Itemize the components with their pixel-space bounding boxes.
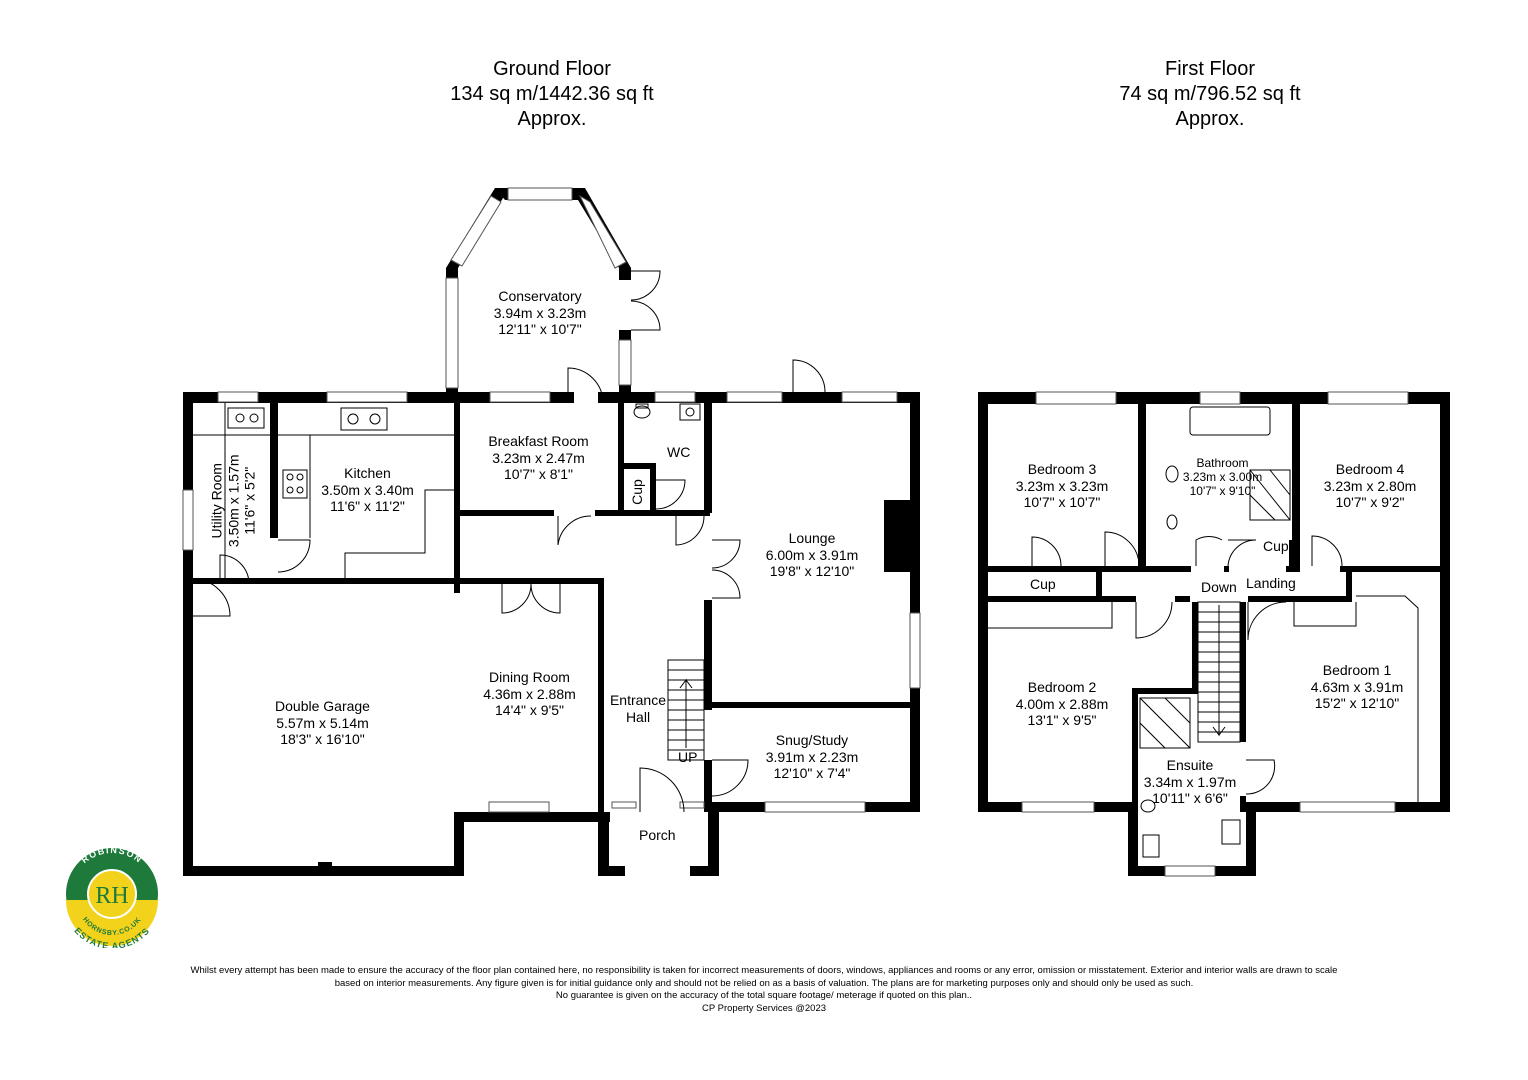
stairs-up-label: UP xyxy=(678,749,698,765)
first-floor-area: 74 sq m/796.52 sq ft xyxy=(1119,83,1301,105)
room-entrance-hall: Entrance Hall xyxy=(605,692,671,725)
room-utility: Utility Room 3.50m x 1.57m 11'6" x 5'2" xyxy=(208,436,258,566)
disclaimer-line-1: Whilst every attempt has been made to en… xyxy=(190,965,1338,976)
room-metric: 3.50m x 3.40m xyxy=(321,481,414,498)
room-imperial: 15'2" x 12'10" xyxy=(1314,695,1400,711)
ground-stairs xyxy=(667,659,705,761)
room-dining: Dining Room 4.36m x 2.88m 14'4" x 9'5" xyxy=(462,669,597,719)
disclaimer-line-3: No guarantee is given on the accuracy of… xyxy=(555,990,973,1001)
room-metric: 3.23m x 3.00m xyxy=(1182,470,1263,484)
room-imperial: 14'4" x 9'5" xyxy=(495,702,564,718)
room-breakfast: Breakfast Room 3.23m x 2.47m 10'7" x 8'1… xyxy=(466,433,611,483)
room-name: Conservatory xyxy=(498,288,582,304)
room-imperial: 19'8" x 12'10" xyxy=(769,563,855,579)
room-bedroom-4: Bedroom 4 3.23m x 2.80m 10'7" x 9'2" xyxy=(1305,461,1435,511)
room-name: Double Garage xyxy=(275,698,370,714)
first-floor-approx: Approx. xyxy=(1175,108,1245,130)
room-metric: 3.23m x 2.80m xyxy=(1323,477,1417,494)
room-name: Bedroom 4 xyxy=(1335,461,1405,477)
ground-floor-plan xyxy=(182,187,921,876)
room-name: Bedroom 3 xyxy=(1027,461,1097,477)
room-porch: Porch xyxy=(639,827,676,843)
room-imperial: 10'7" x 8'1" xyxy=(504,466,573,482)
room-metric: 3.91m x 2.23m xyxy=(765,748,859,765)
room-garage: Double Garage 5.57m x 5.14m 18'3" x 16'1… xyxy=(245,698,400,748)
room-name: Dining Room xyxy=(489,669,570,685)
ground-floor-approx: Approx. xyxy=(517,108,587,130)
ground-floor-title: Ground Floor xyxy=(493,58,611,80)
room-metric: 4.36m x 2.88m xyxy=(483,685,576,702)
room-metric: 3.23m x 3.23m xyxy=(1015,477,1109,494)
room-bedroom-1: Bedroom 1 4.63m x 3.91m 15'2" x 12'10" xyxy=(1292,662,1422,712)
room-ensuite: Ensuite 3.34m x 1.97m 10'11" x 6'6" xyxy=(1135,757,1245,807)
first-stairs xyxy=(1197,601,1241,743)
room-name: Lounge xyxy=(788,530,836,546)
room-name: Bedroom 2 xyxy=(1027,679,1097,695)
estate-agent-logo: RH ROBINSON HORNSBY.CO.UK ESTATE AGENTS xyxy=(66,848,158,948)
room-name: Utility Room xyxy=(208,463,225,539)
room-metric: 3.34m x 1.97m xyxy=(1143,773,1237,790)
room-name: Ensuite xyxy=(1166,757,1214,773)
room-imperial: 18'3" x 16'10" xyxy=(280,731,365,747)
room-metric: 4.63m x 3.91m xyxy=(1310,678,1404,695)
room-imperial: 12'10" x 7'4" xyxy=(773,765,851,781)
room-metric: 6.00m x 3.91m xyxy=(765,546,859,563)
disclaimer: Whilst every attempt has been made to en… xyxy=(0,965,1528,1015)
room-metric: 3.94m x 3.23m xyxy=(493,304,587,321)
first-floor-title: First Floor xyxy=(1165,58,1255,80)
disclaimer-line-2: based on interior measurements. Any figu… xyxy=(334,977,1194,989)
logo-yellow-band xyxy=(66,900,158,946)
room-name: Bathroom xyxy=(1196,456,1249,470)
room-metric: 5.57m x 5.14m xyxy=(276,714,369,731)
room-name-line1: Entrance xyxy=(609,692,667,708)
ground-floor-heading: Ground Floor 134 sq m/1442.36 sq ft Appr… xyxy=(392,57,712,132)
room-metric: 3.23m x 2.47m xyxy=(492,449,585,466)
room-conservatory: Conservatory 3.94m x 3.23m 12'11" x 10'7… xyxy=(470,288,610,338)
room-imperial: 10'7" x 9'10" xyxy=(1189,484,1256,498)
room-imperial: 11'6" x 5'2" xyxy=(241,466,258,535)
room-metric: 4.00m x 2.88m xyxy=(1015,695,1109,712)
room-name: Snug/Study xyxy=(775,732,849,748)
stairs-down-label: Down xyxy=(1201,579,1237,595)
room-cup-left: Cup xyxy=(1030,576,1056,592)
ground-floor-area: 134 sq m/1442.36 sq ft xyxy=(450,83,654,105)
room-imperial: 11'6" x 11'2" xyxy=(330,498,405,514)
room-cup: Cup xyxy=(628,479,645,505)
room-imperial: 10'7" x 9'2" xyxy=(1335,494,1405,510)
room-snug-study: Snug/Study 3.91m x 2.23m 12'10" x 7'4" xyxy=(742,732,882,782)
logo-monogram: RH xyxy=(95,883,128,909)
room-bedroom-3: Bedroom 3 3.23m x 3.23m 10'7" x 10'7" xyxy=(997,461,1127,511)
room-imperial: 10'7" x 10'7" xyxy=(1023,494,1101,510)
logo-inner-circle xyxy=(87,869,137,919)
room-imperial: 12'11" x 10'7" xyxy=(498,321,582,337)
room-imperial: 10'11" x 6'6" xyxy=(1152,790,1228,806)
room-lounge: Lounge 6.00m x 3.91m 19'8" x 12'10" xyxy=(742,530,882,580)
room-imperial: 13'1" x 9'5" xyxy=(1027,712,1097,728)
room-landing: Landing xyxy=(1246,575,1296,591)
room-cup-right: Cup xyxy=(1263,538,1289,554)
first-floor-plan xyxy=(978,391,1450,877)
room-metric: 3.50m x 1.57m xyxy=(224,454,241,548)
room-name: Bedroom 1 xyxy=(1322,662,1392,678)
room-name: Kitchen xyxy=(344,465,391,481)
room-bedroom-2: Bedroom 2 4.00m x 2.88m 13'1" x 9'5" xyxy=(997,679,1127,729)
room-name-line2: Hall xyxy=(625,708,651,725)
room-bathroom: Bathroom 3.23m x 3.00m 10'7" x 9'10" xyxy=(1165,456,1280,498)
room-wc: WC xyxy=(667,444,691,460)
disclaimer-line-4: CP Property Services @2023 xyxy=(701,1002,827,1014)
room-kitchen: Kitchen 3.50m x 3.40m 11'6" x 11'2" xyxy=(300,465,435,515)
first-floor-heading: First Floor 74 sq m/796.52 sq ft Approx. xyxy=(1050,57,1370,132)
room-name: Breakfast Room xyxy=(488,433,589,449)
